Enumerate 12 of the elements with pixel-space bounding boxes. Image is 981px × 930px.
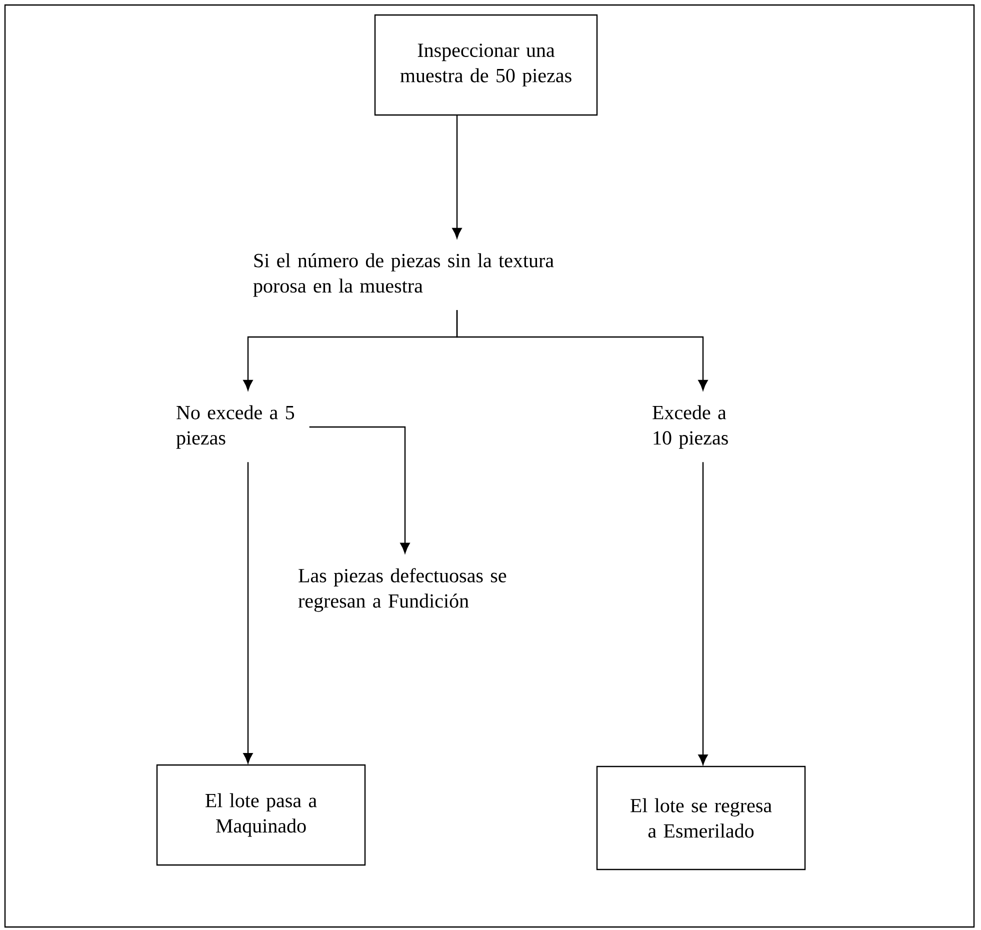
arrow — [452, 115, 462, 238]
process-box: El lote pasa a Maquinado — [156, 764, 366, 866]
arrow — [456, 310, 708, 390]
arrow — [698, 462, 708, 765]
arrow — [243, 462, 253, 764]
condition-text: Si el número de piezas sin la textura porosa en la muestra — [253, 253, 554, 297]
process-box: Inspeccionar una muestra de 50 piezas — [374, 14, 598, 116]
process-box: El lote se regresa a Esmerilado — [596, 766, 806, 870]
condition-text: Las piezas defectuosas se regresan a Fundición — [298, 568, 506, 612]
arrow — [309, 426, 410, 554]
condition-text: No excede a 5 piezas — [176, 405, 294, 449]
condition-text: Excede a 10 piezas — [652, 405, 728, 449]
